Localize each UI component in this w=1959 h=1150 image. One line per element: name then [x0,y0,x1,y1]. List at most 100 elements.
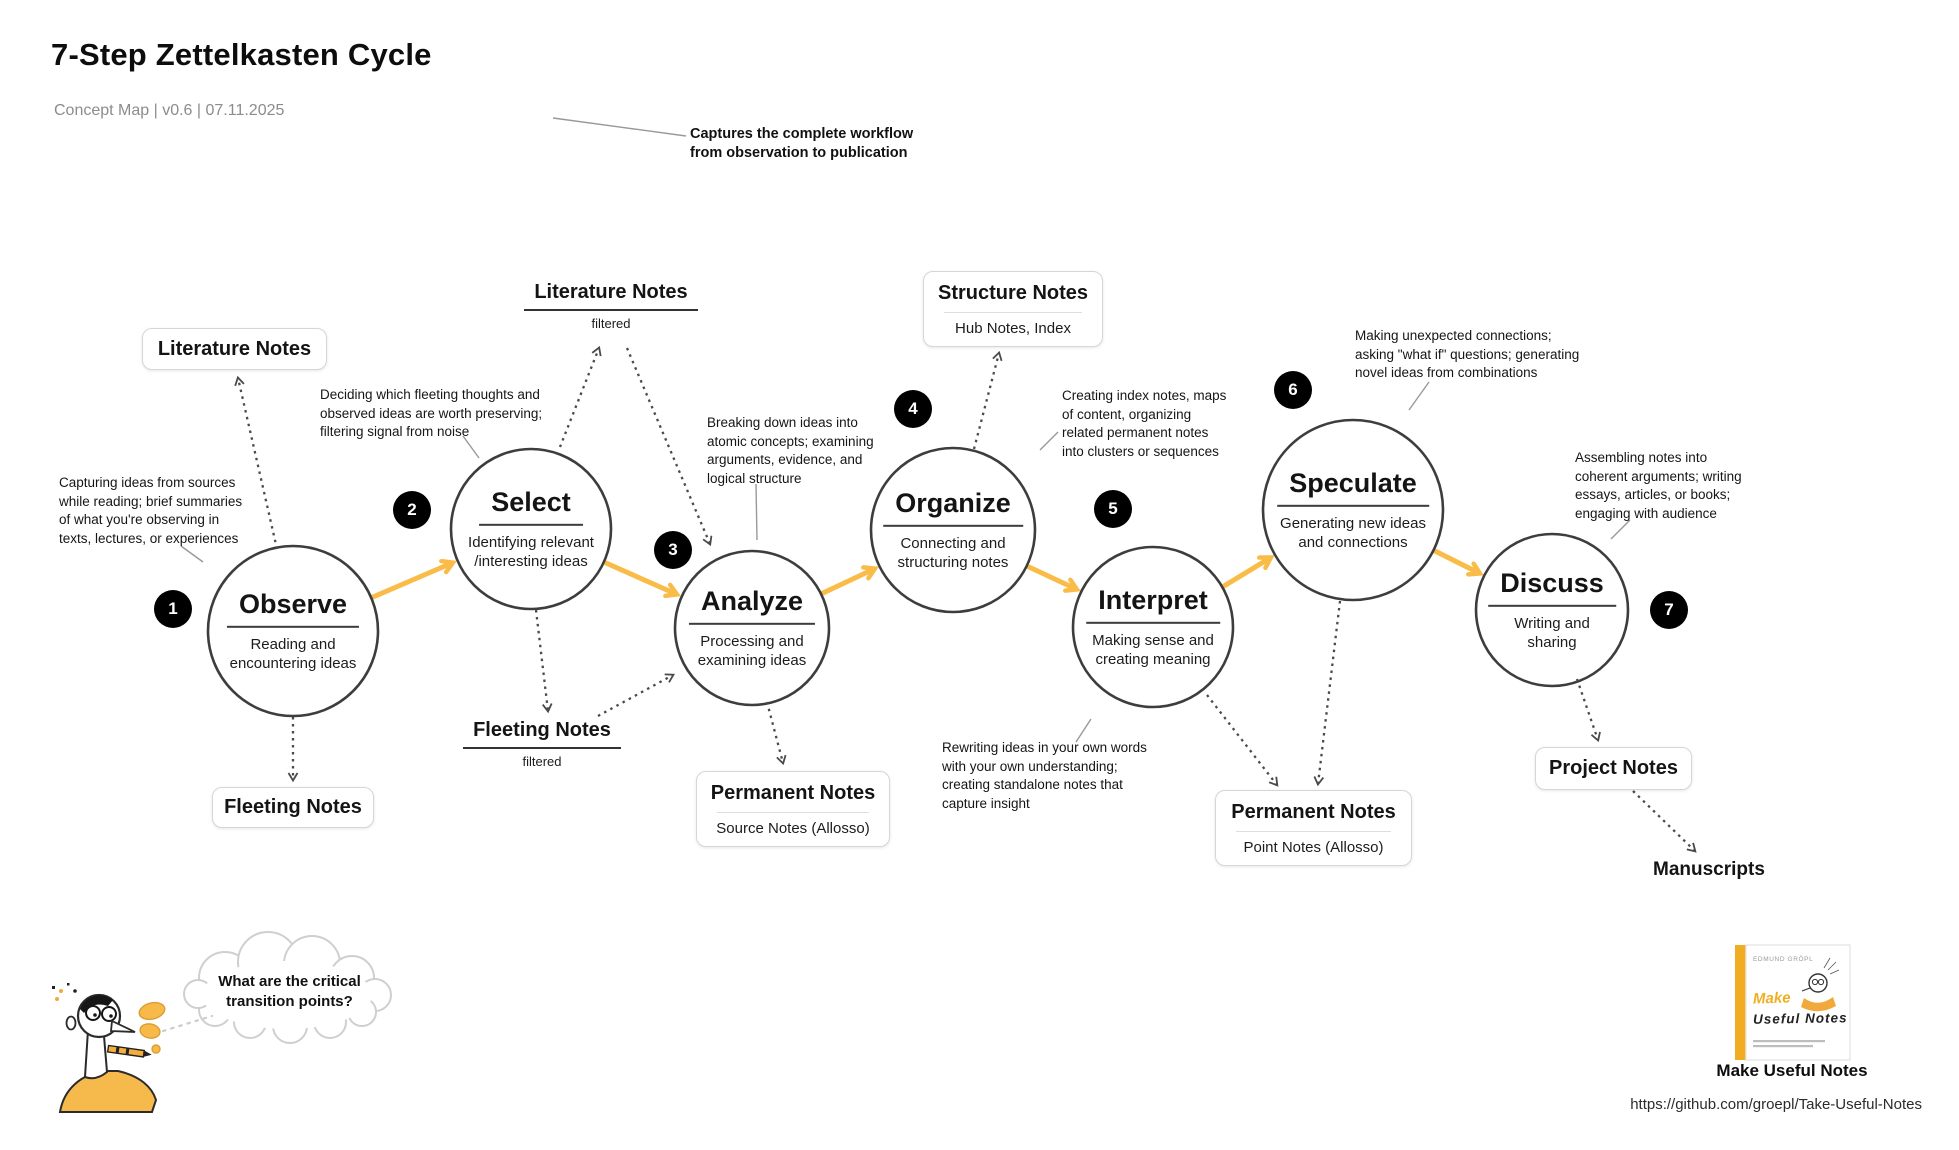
annotation-observe: Capturing ideas from sources while readi… [59,475,243,546]
note-box-permanent-point[interactable]: Permanent Notes Point Notes (Allosso) [1215,790,1412,866]
step-node-speculate[interactable]: Speculate Generating new ideas and conne… [1277,468,1429,552]
flow-arrow-speculate-discuss [1432,548,1479,573]
note-label-title: Literature Notes [524,281,698,311]
badge-number: 3 [668,540,678,559]
note-box-title: Fleeting Notes [224,796,362,818]
note-box-title: Literature Notes [157,337,312,360]
step-subtitle: Reading and encountering ideas [229,635,357,672]
note-box-fleeting[interactable]: Fleeting Notes [212,787,374,828]
page-subtitle: Concept Map | v0.6 | 07.11.2025 [54,102,285,119]
dotted-arrow-project-manuscripts [1632,790,1697,853]
annotation-speculate: Making unexpected connections; asking "w… [1355,328,1580,381]
note-label-fleeting-filtered[interactable]: Fleeting Notes filtered [442,719,642,769]
step-badge-1: 1 [154,590,192,628]
badge-number: 4 [908,399,918,418]
step-badge-6: 6 [1274,371,1312,409]
flow-arrow-analyze-organize [820,569,874,596]
book-cover-title-top: Make [1752,989,1791,1008]
step-badge-7: 7 [1650,591,1688,629]
badge-number: 6 [1288,380,1298,399]
step-title: Organize [883,488,1023,527]
leader-line-analyze [755,483,758,541]
thinker-shirt [58,1070,158,1113]
thinker-smoke-puffs [138,1001,166,1054]
note-box-divider [717,811,869,813]
note-box-subtitle: Source Notes (Allosso) [716,819,870,837]
note-label-qualifier: filtered [522,754,562,769]
step-node-select[interactable]: Select Identifying relevant /interesting… [468,487,594,571]
flow-arrow-select-analyze [603,560,676,594]
dotted-arrow-interpret-permanent-point [1206,694,1279,787]
note-box-structure[interactable]: Structure Notes Hub Notes, Index [923,271,1103,347]
step-node-observe[interactable]: Observe Reading and encountering ideas [226,589,360,673]
badge-number: 5 [1108,499,1118,518]
flow-arrow-organize-interpret [1026,564,1076,589]
note-box-permanent-source[interactable]: Permanent Notes Source Notes (Allosso) [696,771,890,847]
note-box-title: Permanent Notes [1231,800,1396,823]
step-node-interpret[interactable]: Interpret Making sense and creating mean… [1086,585,1220,669]
thinker-glasses-left [85,1005,101,1021]
note-box-title: Structure Notes [937,281,1089,304]
step-node-discuss[interactable]: Discuss Writing and sharing [1488,568,1616,652]
step-badge-5: 5 [1094,490,1132,528]
step-circle-speculate [1261,418,1445,602]
step-subtitle: Making sense and creating meaning [1092,631,1214,668]
thinker-ear [65,1015,77,1031]
flow-arrow-observe-select [370,563,452,600]
book-cover-author: Edmund Gröpl [1753,956,1814,963]
thought-bubble-text: What are the critical transition points? [218,973,361,1011]
step-title: Interpret [1086,585,1220,624]
step-node-analyze[interactable]: Analyze Processing and examining ideas [688,586,816,670]
badge-number: 7 [1664,600,1674,619]
thinker-nose [110,1019,136,1033]
badge-number: 2 [407,500,417,519]
workflow-callout: Captures the complete workflow from obse… [690,126,914,162]
note-label-literature-filtered[interactable]: Literature Notes filtered [511,281,711,331]
step-circle-select [449,447,613,611]
book-caption: Make Useful Notes [1716,1061,1868,1080]
step-node-organize[interactable]: Organize Connecting and structuring note… [883,488,1023,572]
thinker-sparkle-specks [52,983,77,1001]
step-subtitle: Generating new ideas and connections [1280,514,1426,551]
step-badge-2: 2 [393,491,431,529]
note-box-subtitle: Point Notes (Allosso) [1243,838,1384,856]
step-title: Select [479,487,583,526]
note-box-title: Permanent Notes [710,781,876,804]
step-title: Observe [226,589,360,628]
annotation-interpret: Rewriting ideas in your own words with y… [942,740,1147,811]
dotted-arrow-fleeting-filtered-analyze [597,673,675,718]
book-cover-title-bottom: Useful Notes [1752,1010,1848,1027]
step-circle-organize [869,446,1037,614]
step-badge-4: 4 [894,390,932,428]
thinker-neck [83,1028,109,1080]
note-label-title: Fleeting Notes [463,719,621,749]
step-circle-interpret [1071,545,1235,709]
thought-bubble-cloud [161,931,392,1044]
note-box-project[interactable]: Project Notes [1535,747,1692,790]
note-box-divider [1236,830,1391,832]
leader-line-speculate [1408,381,1430,411]
note-box-literature[interactable]: Literature Notes [142,328,327,370]
book-cover-collar [1801,997,1836,1012]
leader-line-observe [180,545,204,563]
step-circle-observe [206,544,380,718]
leader-line-select [462,435,480,459]
thought-bubble-trail [161,1014,214,1033]
leader-line-callout [552,117,687,137]
step-title: Speculate [1277,468,1429,507]
note-label-manuscripts[interactable]: Manuscripts [1653,859,1765,880]
dotted-arrow-speculate-permanent-point [1313,600,1342,787]
step-circle-discuss [1474,532,1630,688]
thinker-glasses-right [101,1006,117,1022]
step-subtitle: Connecting and structuring notes [897,534,1009,571]
repository-url-link[interactable]: https://github.com/groepl/Take-Useful-No… [1630,1096,1922,1113]
book-cover-face [1808,973,1828,993]
note-box-subtitle: Hub Notes, Index [955,319,1071,337]
dotted-arrow-observe-literature [234,375,279,550]
dotted-arrow-discuss-project [1575,678,1601,743]
thinker-hair [80,995,113,1013]
step-subtitle: Processing and examining ideas [697,632,807,669]
annotation-analyze: Breaking down ideas into atomic concepts… [707,415,874,486]
